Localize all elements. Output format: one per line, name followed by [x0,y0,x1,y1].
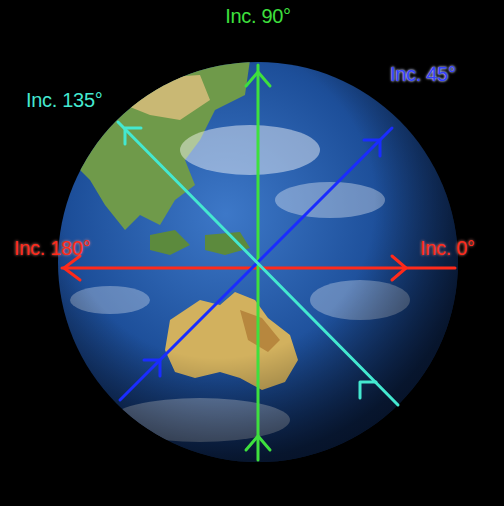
arrowhead [125,128,141,144]
globe-shading [58,62,458,462]
inclination-label: Inc. 180° [14,236,90,260]
inclination-label: Inc. 90° [225,4,291,28]
orbit-line [118,122,398,405]
arrowhead [144,360,160,376]
arrowhead [64,256,80,280]
inclination-label: Inc. 0° [420,236,475,260]
arrowhead [364,140,380,156]
inclination-label: Inc. 45° [390,62,456,86]
arrowhead [246,72,270,86]
arrowhead [246,436,270,450]
arrowhead [392,256,406,280]
arrowhead [360,382,376,398]
inclination-label: Inc. 135° [26,88,102,112]
earth-globe [58,62,458,462]
